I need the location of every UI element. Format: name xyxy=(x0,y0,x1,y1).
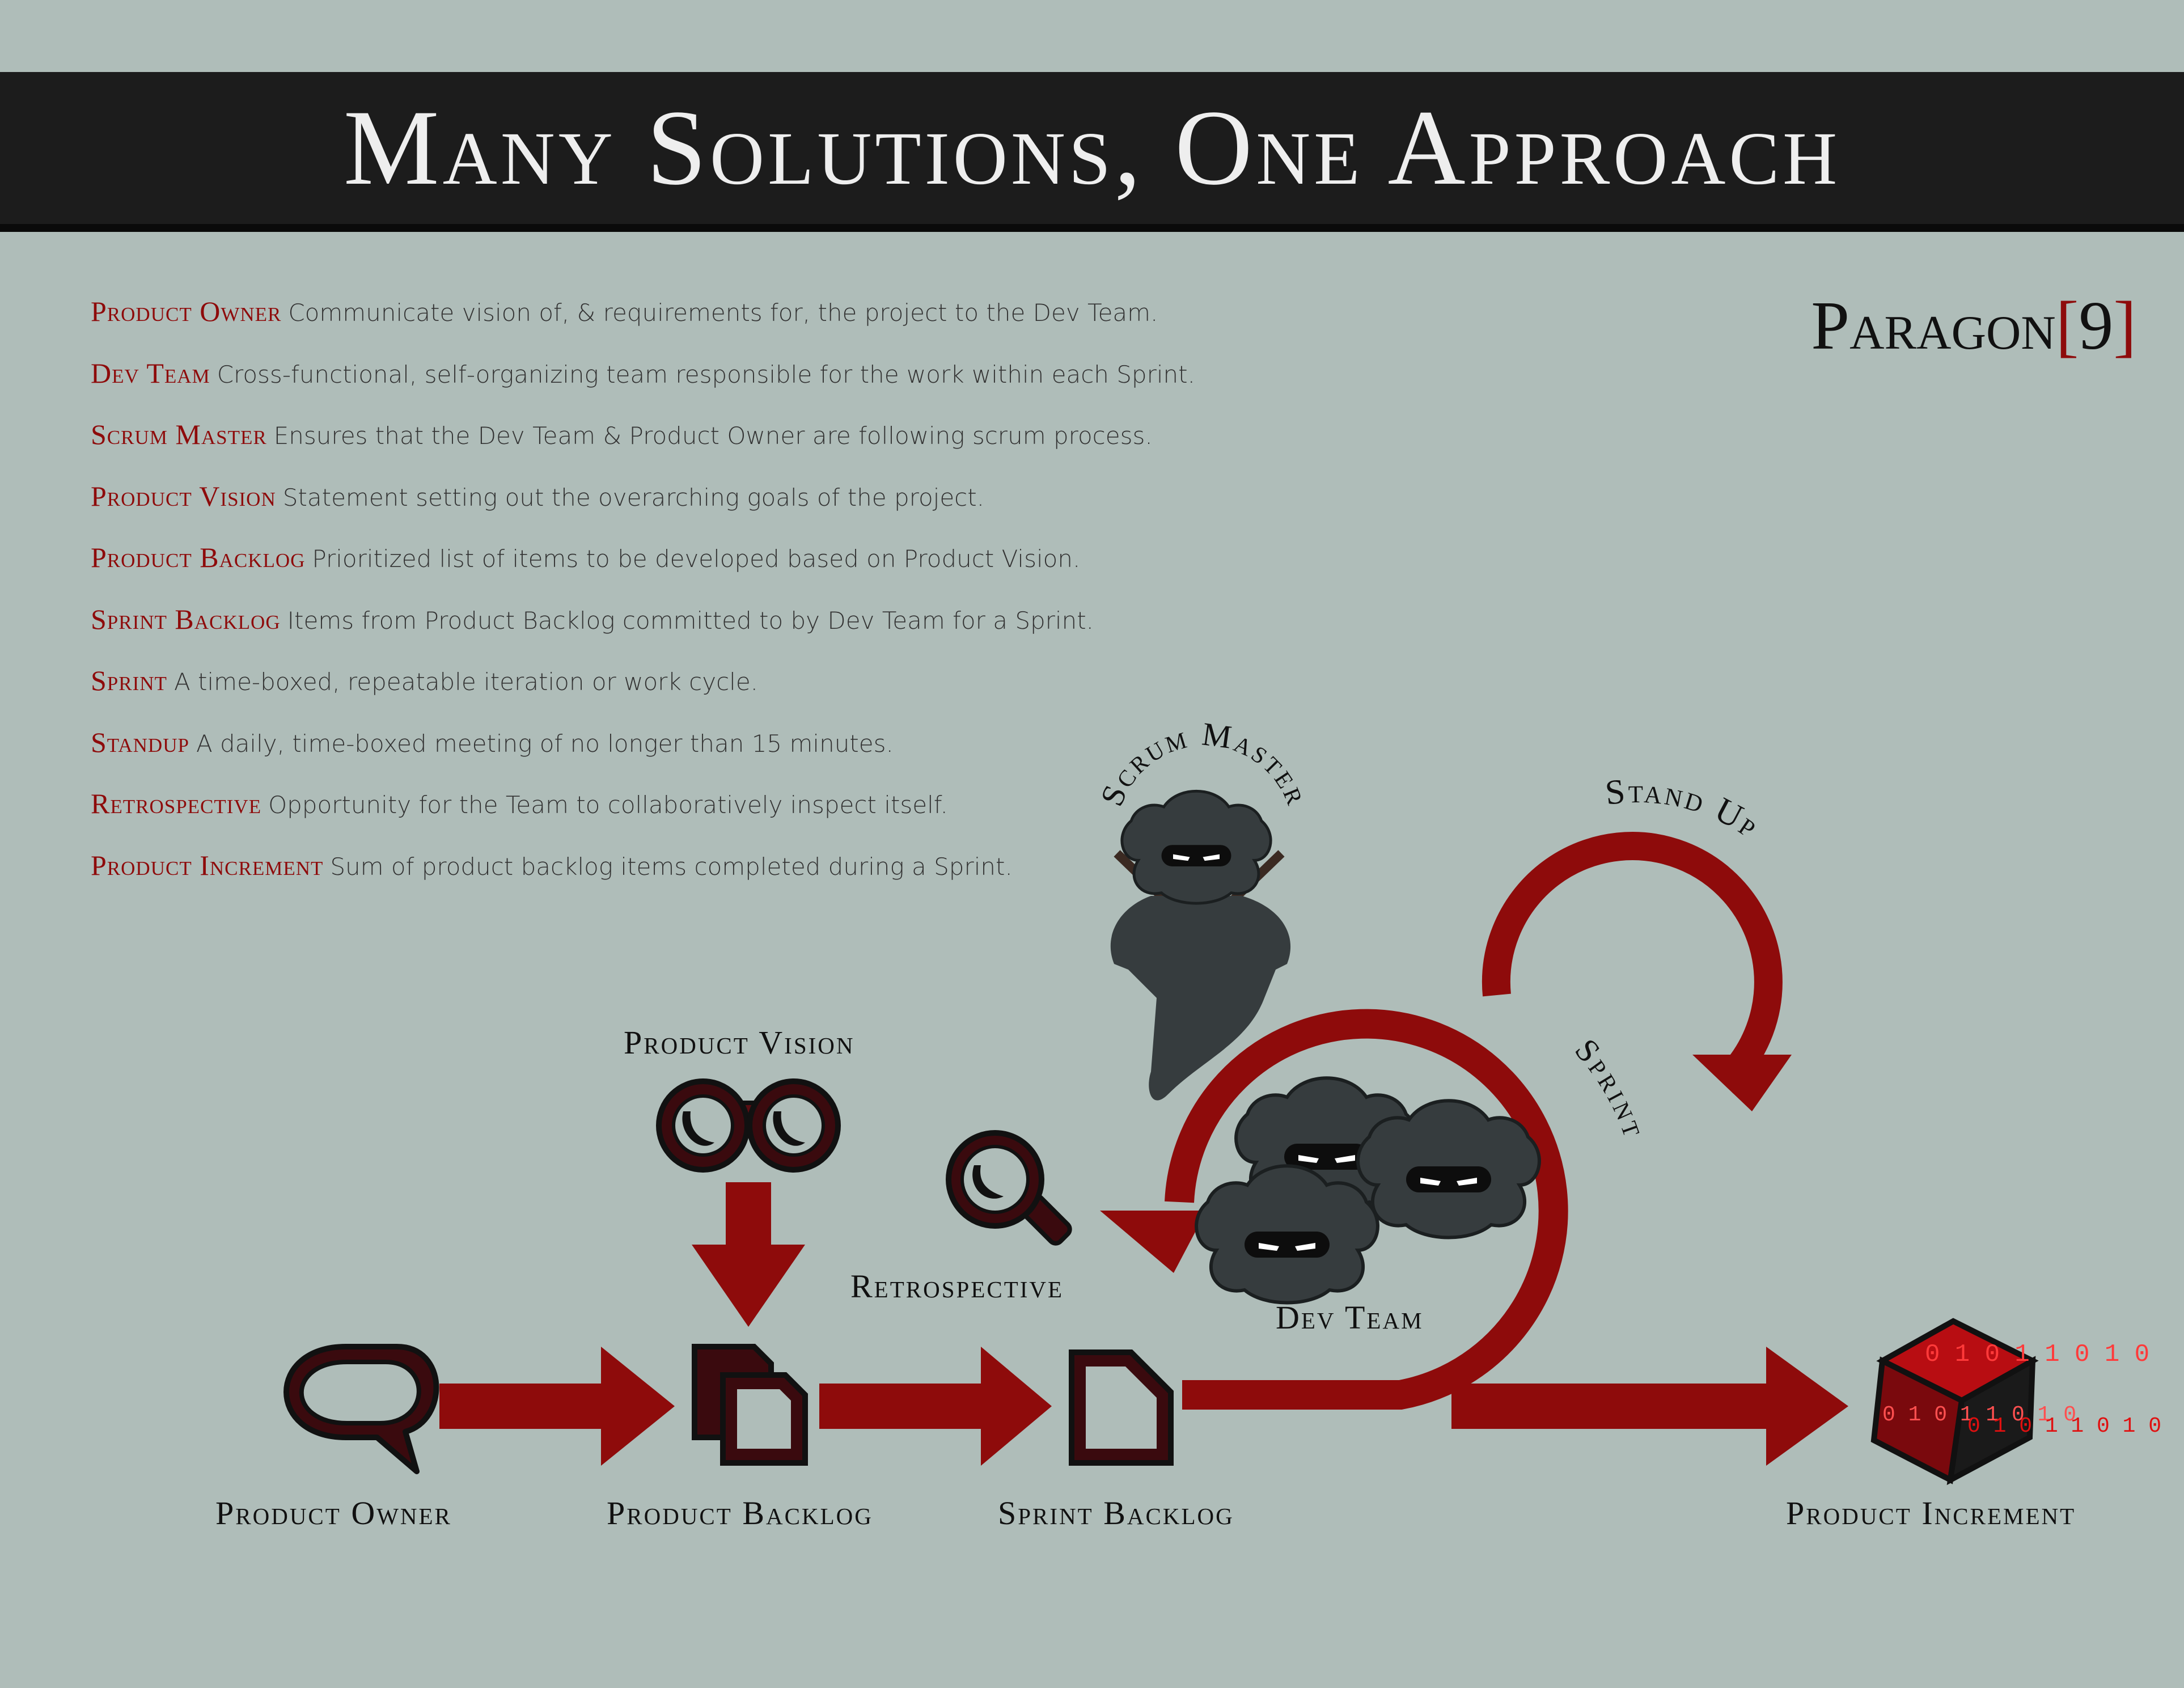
product-increment-label: Product Increment xyxy=(1786,1495,2076,1532)
cube-digits-left: 0 1 0 1 1 0 1 0 xyxy=(1882,1403,2076,1427)
definition-text: Cross-functional, self-organizing team r… xyxy=(217,360,1195,388)
arrow-product-backlog-to-sprint-backlog xyxy=(819,1347,1052,1466)
arrow-vision-to-product-backlog xyxy=(692,1182,805,1327)
definition-term: Scrum Master xyxy=(91,418,267,450)
definition-term: Dev Team xyxy=(91,357,210,389)
logo-number: 9 xyxy=(2079,287,2114,364)
definition-text: Items from Product Backlog committed to … xyxy=(287,606,1094,634)
page-title: Many Solutions, One Approach xyxy=(343,88,1841,208)
definition-text: A time-boxed, repeatable iteration or wo… xyxy=(173,668,759,696)
product-backlog-label: Product Backlog xyxy=(607,1495,873,1532)
sprint-label: Sprint xyxy=(1568,1031,1654,1144)
definition-text: Ensures that the Dev Team & Product Owne… xyxy=(273,422,1153,450)
definition-term: Retrospective xyxy=(91,788,262,819)
arrow-owner-to-product-backlog xyxy=(439,1347,675,1466)
product-backlog-documents-icon xyxy=(692,1344,808,1466)
definition-term: Product Vision xyxy=(91,480,276,512)
product-vision-label: Product Vision xyxy=(624,1024,855,1061)
retrospective-label: Retrospective xyxy=(850,1268,1064,1305)
definition-text: A daily, time-boxed meeting of no longer… xyxy=(196,729,894,758)
sprint-backlog-label: Sprint Backlog xyxy=(998,1495,1234,1532)
definition-text: Statement setting out the overarching go… xyxy=(282,483,985,511)
speech-bubble-icon xyxy=(283,1344,439,1474)
definition-text: Communicate vision of, & requirements fo… xyxy=(288,299,1158,327)
definition-text: Opportunity for the Team to collaborativ… xyxy=(268,791,948,819)
cube-digits-right: 0 1 0 1 1 0 1 0 xyxy=(1967,1414,2161,1439)
definition-term: Product Owner xyxy=(91,295,282,327)
definition-term: Standup xyxy=(91,726,189,758)
logo-bracket-open: [ xyxy=(2055,287,2079,364)
definition-term: Sprint xyxy=(91,665,167,696)
stand-up-loop-arrow xyxy=(1482,832,1792,1111)
logo-bracket-close: ] xyxy=(2113,287,2136,364)
binoculars-icon xyxy=(656,1078,841,1173)
definition-term: Sprint Backlog xyxy=(91,603,281,635)
definition-term: Product Backlog xyxy=(91,541,306,573)
data-cube-icon: 0 1 0 1 1 0 1 0 0 1 0 1 1 0 1 0 0 1 0 1 … xyxy=(1870,1318,2161,1486)
scrum-master-ninja-icon xyxy=(1110,791,1291,1101)
magnifying-glass-icon xyxy=(946,1130,1072,1246)
definition-text: Sum of product backlog items completed d… xyxy=(330,852,1013,881)
definition-term: Product Increment xyxy=(91,849,324,881)
dev-team-label: Dev Team xyxy=(1276,1299,1424,1336)
title-banner: Many Solutions, One Approach xyxy=(0,72,2184,232)
cube-digits-top: 0 1 0 1 1 0 1 0 xyxy=(1925,1340,2149,1369)
arrow-sprint-to-increment xyxy=(1451,1347,1848,1466)
sprint-cycle-arrow xyxy=(1100,1009,1568,1410)
dev-team-ninjas-icon xyxy=(1196,1078,1539,1302)
definition-text: Prioritized list of items to be develope… xyxy=(312,545,1081,573)
sprint-backlog-document-icon xyxy=(1069,1349,1174,1466)
logo-name: Paragon xyxy=(1811,287,2056,364)
product-owner-label: Product Owner xyxy=(215,1495,452,1532)
paragon-logo: Paragon[9] xyxy=(1811,286,2136,366)
